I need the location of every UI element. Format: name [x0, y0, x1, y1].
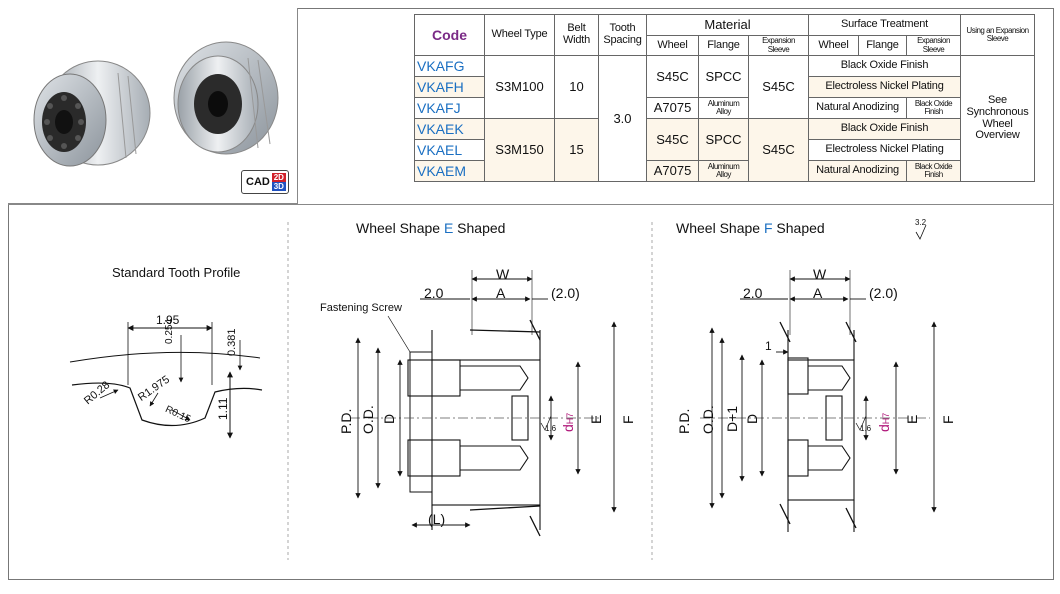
shape-e-letter: E — [443, 220, 454, 236]
badge-2d: 2D — [271, 173, 286, 182]
mat-flange-cell: SPCC — [698, 118, 749, 161]
roughness-top-label: 3.2 — [915, 218, 927, 227]
wheel-e-drawing — [350, 319, 600, 537]
label-f-e: F — [620, 415, 636, 424]
label-f-f: F — [940, 415, 956, 424]
roughness-symbol — [915, 224, 927, 240]
dim-d1: 0.254 — [164, 318, 175, 344]
label-left-gap-e: 2.0 — [424, 285, 444, 301]
label-e-f: E — [904, 414, 920, 424]
label-d-e: D — [381, 413, 397, 424]
label-bore-e: dH7 — [560, 413, 576, 432]
tooth-spacing-cell: 3.0 — [598, 55, 647, 182]
th-expansion: Using an Expansion Sleeve — [960, 14, 1035, 56]
cad-label: CAD — [246, 176, 270, 188]
label-od-f: O.D. — [700, 405, 716, 434]
th-surface: Surface Treatment — [808, 14, 961, 36]
shape-f-title: Wheel Shape F Shaped — [676, 220, 825, 236]
mat-flange-cell: SPCC — [698, 55, 749, 98]
mat-sleeve-cell: S45C — [748, 118, 809, 182]
mat-flange-cell: Aluminum Alloy — [698, 160, 749, 182]
mat-sleeve-cell: S45C — [748, 55, 809, 119]
pitch-line — [69, 351, 261, 363]
code-cell[interactable]: VKAEK — [414, 118, 485, 140]
label-d-f: D — [744, 413, 760, 424]
shape-f-prefix: Wheel Shape — [676, 220, 764, 236]
wheel-f-body — [787, 359, 855, 501]
wheel-e-dimensions — [355, 270, 617, 528]
label-bore-f: dH7 — [876, 413, 892, 432]
wheel-type-cell: S3M150 — [484, 118, 555, 182]
shape-f-suffix: Shaped — [772, 220, 825, 236]
wheel-e-screw-top — [407, 359, 461, 397]
label-a-e: A — [496, 285, 506, 301]
th-surf-sleeve: Expansion Sleeve — [906, 35, 961, 56]
belt-width-cell: 15 — [554, 118, 599, 182]
mat-wheel-cell: A7075 — [646, 160, 699, 182]
shape-f-letter: F — [763, 220, 773, 236]
code-cell[interactable]: VKAEM — [414, 160, 485, 182]
bore-letter: d — [876, 424, 892, 432]
label-pd-f: P.D. — [676, 408, 692, 434]
spec-table: Code Wheel Type Belt Width Tooth Spacing… — [414, 14, 1035, 182]
shape-e-prefix: Wheel Shape — [356, 220, 444, 236]
roughness-f-label: 1.6 — [860, 424, 872, 433]
wheel-f-dimensions — [709, 224, 937, 513]
dim-pitch: 1.95 — [156, 313, 180, 327]
label-l-e: (L) — [428, 511, 446, 527]
label-a-f: A — [813, 285, 823, 301]
wheel-e-flange-left — [409, 351, 433, 493]
tooth-outline — [71, 382, 263, 427]
wheel-e-body — [431, 359, 541, 506]
th-belt-width: Belt Width — [554, 14, 599, 56]
drawing-frame — [8, 8, 1054, 580]
tooth-profile-title: Standard Tooth Profile — [112, 265, 241, 280]
th-mat-flange: Flange — [698, 35, 749, 56]
label-dplus-f: D+1 — [724, 405, 740, 432]
label-left-gap-f: 2.0 — [743, 285, 763, 301]
label-od-e: O.D. — [360, 405, 376, 434]
label-w-f: W — [813, 266, 827, 282]
bore-tol: H7 — [881, 412, 891, 425]
dim-d2: 0.381 — [226, 328, 238, 356]
badge-3d: 3D — [271, 182, 286, 191]
wheel-f-drawing — [700, 321, 930, 532]
mat-wheel-cell: S45C — [646, 118, 699, 161]
shape-e-title: Wheel Shape E Shaped — [356, 220, 505, 236]
label-e-e: E — [588, 414, 604, 424]
wheel-e-screw-bottom — [407, 439, 461, 477]
surf-sleeve-cell: Black Oxide Finish — [906, 160, 961, 182]
section-divider — [8, 204, 1054, 205]
label-one-f: 1 — [765, 339, 772, 353]
wheel-type-cell: S3M100 — [484, 55, 555, 119]
wheel-f-screw-bottom — [787, 439, 809, 477]
bore-tol: H7 — [565, 412, 575, 425]
label-w-e: W — [496, 266, 510, 282]
fastening-screw-label: Fastening Screw — [320, 302, 402, 314]
expansion-note-cell: See Synchronous Wheel Overview — [960, 55, 1035, 182]
th-wheel-type: Wheel Type — [484, 14, 555, 56]
th-surf-wheel: Wheel — [808, 35, 859, 56]
tooth-profile-drawing — [69, 322, 263, 439]
th-mat-sleeve: Expansion Sleeve — [748, 35, 809, 56]
bore-letter: d — [560, 424, 576, 432]
label-right-gap-e: (2.0) — [551, 285, 580, 301]
roughness-e-label: 1.6 — [545, 424, 557, 433]
pulley-photo-illustration — [33, 41, 279, 167]
surf-sleeve-cell: Black Oxide Finish — [906, 97, 961, 119]
label-pd-e: P.D. — [338, 408, 354, 434]
cad-badge[interactable]: CAD 2D 3D — [241, 170, 289, 194]
code-cell[interactable]: VKAEL — [414, 139, 485, 161]
wheel-f-screw-top — [787, 357, 809, 395]
shape-e-suffix: Shaped — [453, 220, 506, 236]
th-code: Code — [414, 14, 485, 56]
label-right-gap-f: (2.0) — [869, 285, 898, 301]
dim-depth: 1.11 — [216, 397, 230, 420]
